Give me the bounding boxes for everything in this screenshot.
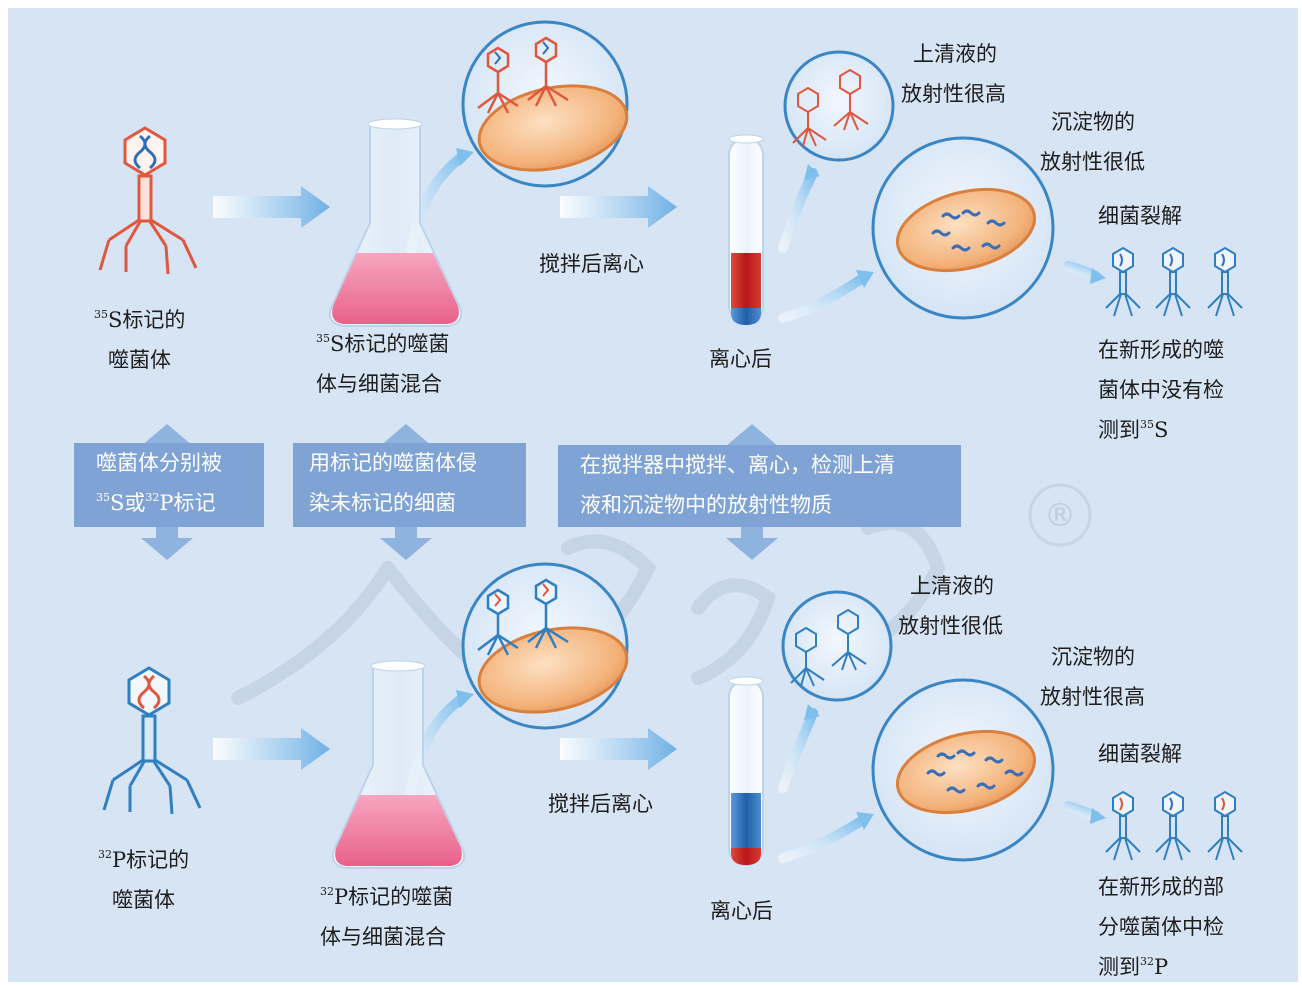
bottom-flask-label: 32P标记的噬菌 体与细菌混合 — [320, 885, 454, 949]
tube-bottom-icon — [728, 676, 764, 866]
top-lysis-label: 细菌裂解 — [1098, 204, 1182, 228]
process-arrows — [213, 186, 677, 770]
curved-arrow-heads — [456, 148, 1106, 830]
bottom-stir-label: 搅拌后离心 — [548, 792, 653, 816]
step-box-stir-detect: 在搅拌器中搅拌、离心，检测上清 液和沉淀物中的放射性物质 — [558, 445, 961, 527]
phage-35s-icon — [98, 126, 198, 275]
bottom-lysis-label: 细菌裂解 — [1098, 742, 1182, 766]
top-stir-label: 搅拌后离心 — [539, 252, 644, 276]
sediment-top-circle — [871, 136, 1055, 320]
top-supernatant-label: 上清液的 放射性很高 — [901, 42, 1006, 106]
bottom-supernatant-label: 上清液的 放射性很低 — [898, 574, 1003, 638]
flask-bottom-icon — [331, 660, 466, 869]
step2-line1: 用标记的噬菌体侵 — [309, 451, 477, 475]
step-box-infect: 用标记的噬菌体侵 染未标记的细菌 — [293, 443, 526, 527]
sediment-bottom-circle — [871, 678, 1055, 862]
phage-32p-icon — [102, 666, 202, 815]
progeny-phages-bottom-icon — [1105, 790, 1243, 861]
diagram-graphics: ® — [98, 20, 1243, 869]
infection-top-circle — [461, 20, 629, 188]
step-box-label-phages: 噬菌体分别被 35S或32P标记 — [74, 443, 264, 527]
bottom-sediment-label: 沉淀物的 放射性很高 — [1040, 645, 1145, 709]
step3-line1: 在搅拌器中搅拌、离心，检测上清 — [580, 453, 895, 477]
step1-line2: 35S或32P标记 — [96, 491, 216, 515]
top-flask-label: 35S标记的噬菌 体与细菌混合 — [316, 332, 450, 396]
bottom-result-label: 在新形成的部 分噬菌体中检 测到32P — [1098, 875, 1224, 979]
step3-line2: 液和沉淀物中的放射性物质 — [580, 493, 832, 517]
top-result-label: 在新形成的噬 菌体中没有检 测到35S — [1098, 338, 1224, 442]
step2-line2: 染未标记的细菌 — [309, 491, 456, 515]
top-tube-label: 离心后 — [709, 347, 772, 371]
flask-top-icon — [328, 118, 463, 327]
tube-top-icon — [728, 134, 764, 325]
bottom-phage-label: 32P标记的 噬菌体 — [98, 848, 190, 912]
step1-line1: 噬菌体分别被 — [96, 451, 222, 475]
experiment-diagram: ® — [8, 8, 1298, 982]
progeny-phages-top-icon — [1105, 246, 1243, 317]
supernatant-bottom-circle — [781, 590, 893, 702]
infection-bottom-circle — [461, 562, 629, 730]
bottom-tube-label: 离心后 — [710, 899, 773, 923]
supernatant-top-circle — [783, 50, 895, 162]
top-phage-label: 35S标记的 噬菌体 — [94, 308, 186, 372]
registered-mark: ® — [1044, 496, 1076, 534]
top-sediment-label: 沉淀物的 放射性很低 — [1040, 110, 1145, 174]
